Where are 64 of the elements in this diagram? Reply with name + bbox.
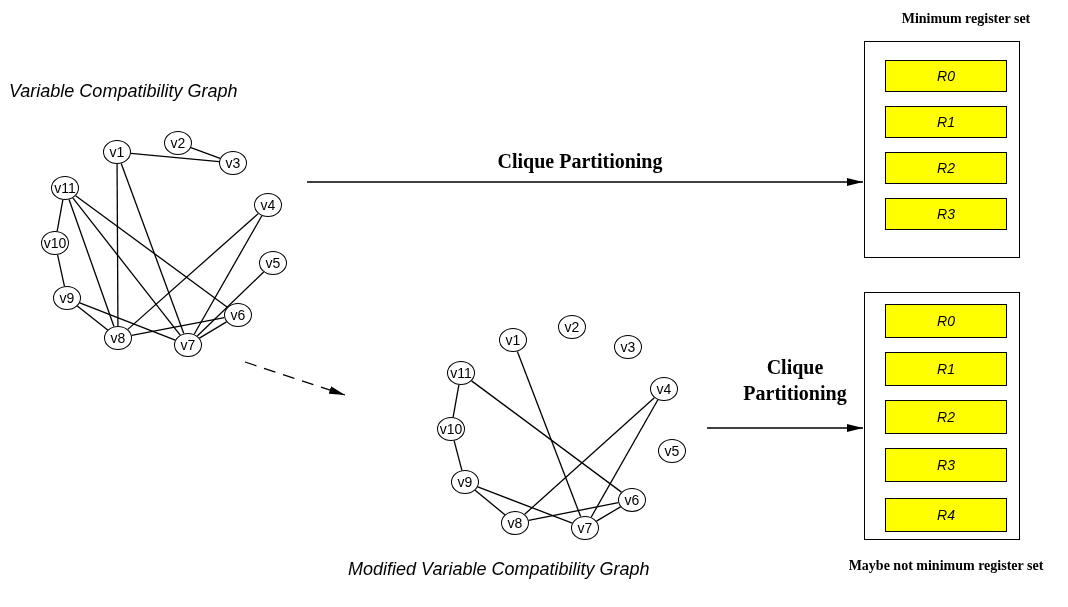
graph-edge: [131, 316, 225, 337]
vertex-circle: v8: [501, 511, 529, 535]
vertex-circle: v10: [437, 417, 465, 441]
graph-edge: [477, 486, 573, 524]
graph-edge: [516, 350, 582, 518]
graph-edge: [474, 489, 506, 516]
set-caption: Minimum register set: [900, 10, 1032, 28]
graph-edge: [190, 147, 221, 159]
graph-edge: [72, 197, 181, 336]
arrow: [244, 361, 346, 396]
vertex-circle: v1: [499, 328, 527, 352]
graph-edge: [198, 321, 228, 339]
register-box: R3: [885, 448, 1007, 482]
vertex-circle: v2: [558, 315, 586, 339]
set-caption: Maybe not minimum register set: [847, 557, 1045, 575]
vertex-circle: v11: [51, 176, 79, 200]
graph-edge: [524, 397, 655, 515]
arrow: [306, 178, 864, 186]
register-box: R0: [885, 60, 1007, 92]
graph-edge: [68, 198, 115, 328]
graph-edge: [127, 213, 259, 330]
vertex-circle: v10: [41, 231, 69, 255]
vertex-circle: v7: [571, 516, 599, 540]
graph-edge: [193, 215, 263, 335]
vertex-circle: v6: [224, 303, 252, 327]
vertex-circle: v4: [650, 377, 678, 401]
vertex-circle: v2: [164, 131, 192, 155]
vertex-circle: v5: [259, 251, 287, 275]
graph-edge: [79, 302, 176, 341]
graph-edge: [590, 399, 659, 518]
register-box: R0: [885, 304, 1007, 338]
graph-edge: [196, 271, 265, 337]
graph-edge: [452, 384, 460, 418]
register-box: R2: [885, 152, 1007, 184]
register-box: R1: [885, 106, 1007, 138]
graph-edge: [595, 506, 622, 522]
register-box: R2: [885, 400, 1007, 434]
graph-edge: [74, 195, 228, 308]
vertex-circle: v6: [618, 488, 646, 512]
register-box: R4: [885, 498, 1007, 532]
graph-edge: [470, 380, 623, 493]
graph-edge: [120, 162, 185, 335]
graph-title: Modified Variable Compatibility Graph: [348, 558, 651, 581]
graph-edge: [56, 199, 64, 232]
graph-edge: [116, 163, 119, 327]
graph-edge: [528, 502, 619, 521]
graph-edge: [130, 152, 220, 163]
vertex-circle: v1: [103, 140, 131, 164]
graph-edge: [76, 305, 109, 331]
vertex-circle: v9: [53, 286, 81, 310]
vertex-circle: v9: [451, 470, 479, 494]
vertex-circle: v3: [219, 151, 247, 175]
vertex-circle: v11: [447, 361, 475, 385]
vertex-circle: v3: [614, 335, 642, 359]
register-box: R3: [885, 198, 1007, 230]
register-box: R1: [885, 352, 1007, 386]
vertex-circle: v5: [658, 439, 686, 463]
graph-title: Variable Compatibility Graph: [9, 80, 238, 103]
vertex-circle: v7: [174, 333, 202, 357]
vertex-circle: v4: [254, 193, 282, 217]
graph-edge: [453, 440, 463, 471]
graph-edge: [56, 254, 66, 287]
arrow: [706, 424, 864, 432]
vertex-circle: v8: [104, 326, 132, 350]
